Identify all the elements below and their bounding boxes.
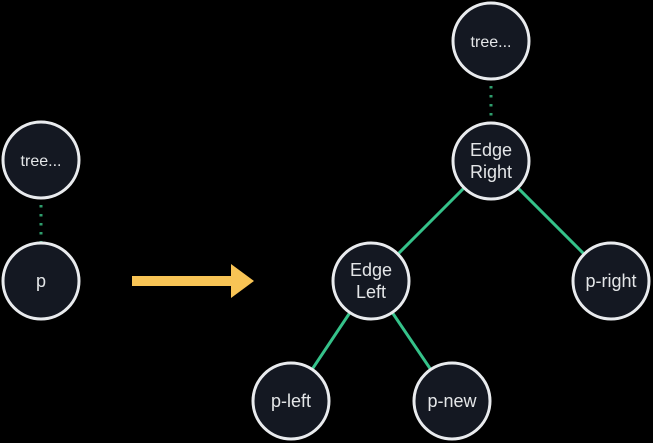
tree-node-circle bbox=[1, 120, 81, 200]
tree-node-circle bbox=[331, 241, 411, 321]
tree-node-circle bbox=[412, 361, 492, 441]
tree-node-p-new[interactable]: p-new bbox=[412, 361, 492, 441]
tree-node-circle bbox=[251, 361, 331, 441]
tree-node-label: p-new bbox=[427, 391, 477, 411]
tree-node-label: p-right bbox=[585, 271, 636, 291]
tree-node-circle bbox=[451, 1, 531, 81]
tree-node-p[interactable]: p bbox=[1, 241, 81, 321]
tree-node-circle bbox=[571, 241, 651, 321]
tree-node-circle bbox=[1, 241, 81, 321]
tree-node-label: tree... bbox=[471, 34, 512, 51]
tree-node-label: p-left bbox=[271, 391, 311, 411]
tree-node-label: tree... bbox=[21, 153, 62, 170]
tree-node-p-left[interactable]: p-left bbox=[251, 361, 331, 441]
tree-node-circle bbox=[451, 121, 531, 201]
transform-arrow-right-icon bbox=[132, 264, 254, 298]
tree-node-p-right[interactable]: p-right bbox=[571, 241, 651, 321]
tree-node-tree-left[interactable]: tree... bbox=[1, 120, 81, 200]
tree-node-tree-right[interactable]: tree... bbox=[451, 1, 531, 81]
tree-node-label: p bbox=[36, 271, 46, 291]
